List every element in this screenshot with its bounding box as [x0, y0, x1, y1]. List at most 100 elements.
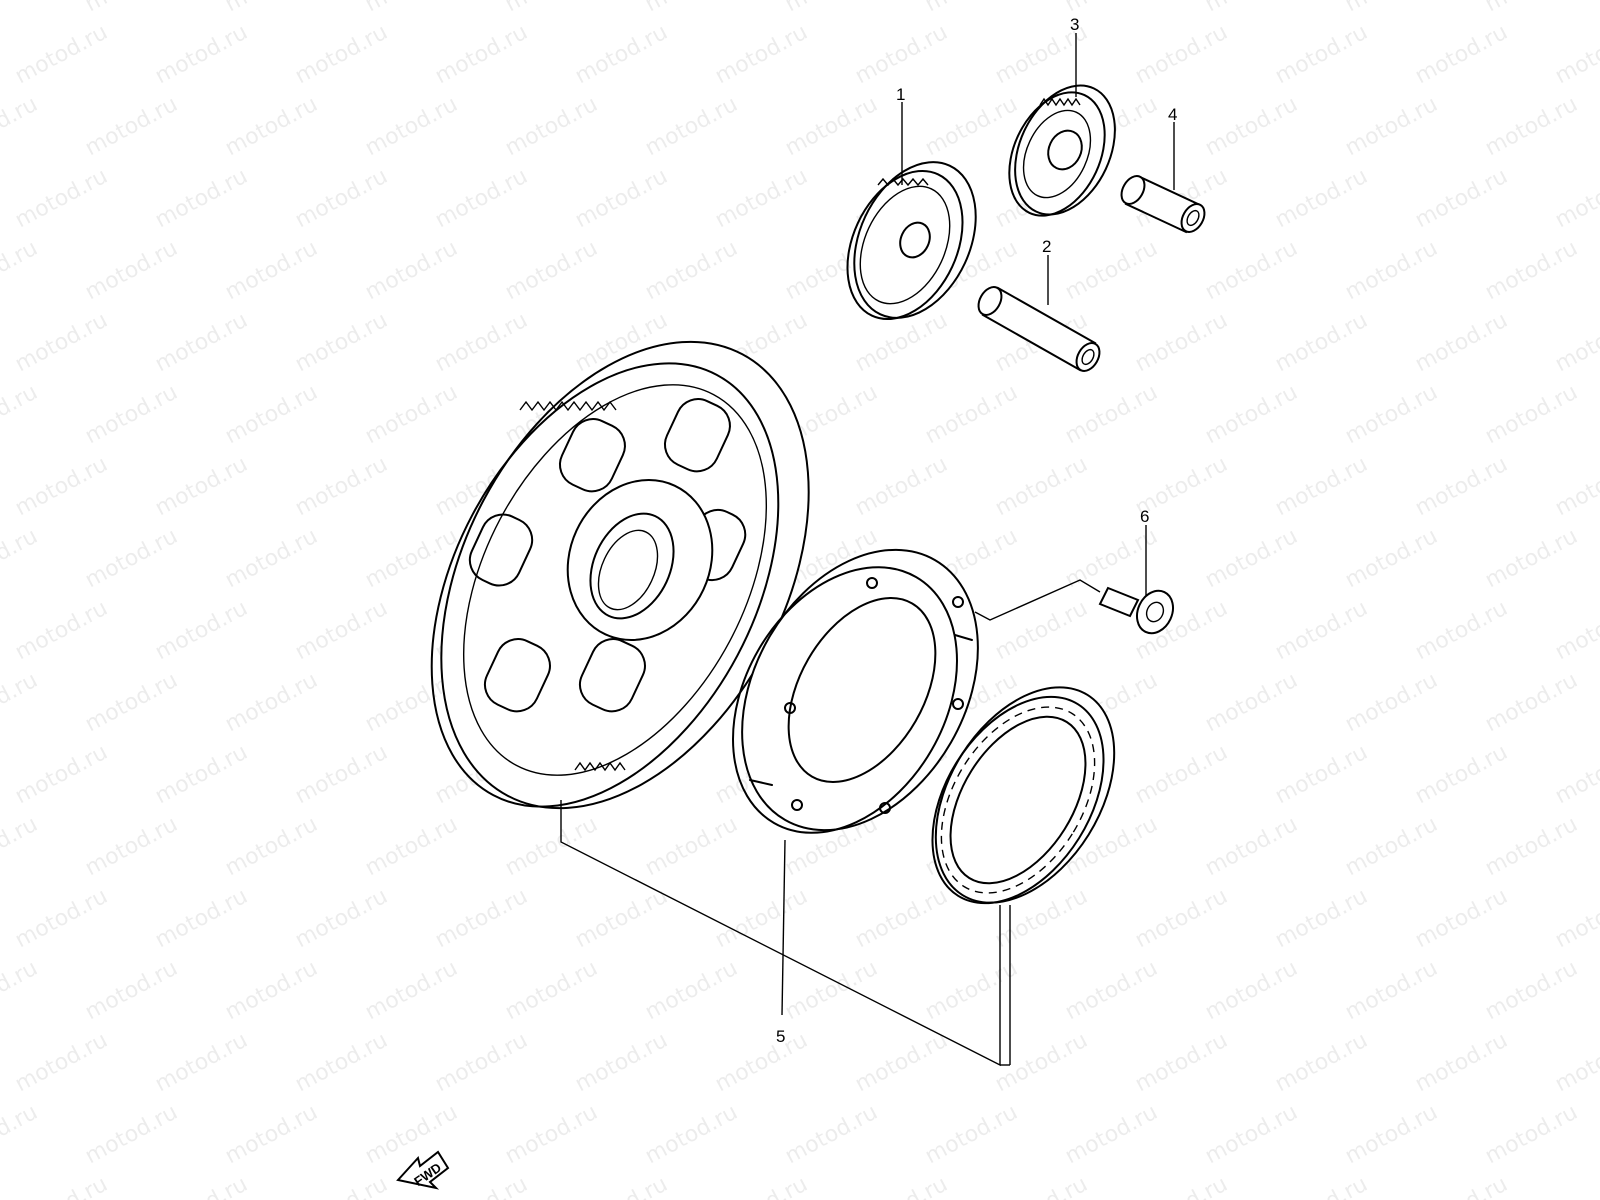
watermark-text: motod.ru	[851, 20, 952, 89]
watermark-text: motod.ru	[991, 596, 1092, 665]
watermark-text: motod.ru	[151, 884, 252, 953]
watermark-text: motod.ru	[151, 1028, 252, 1097]
watermark-text: motod.ru	[0, 668, 42, 737]
watermark-text: motod.ru	[11, 1028, 112, 1097]
watermark-text: motod.ru	[221, 236, 322, 305]
watermark-text: motod.ru	[921, 92, 1022, 161]
watermark-text: motod.ru	[1411, 20, 1512, 89]
watermark-text: motod.ru	[0, 380, 42, 449]
watermark-text: motod.ru	[1341, 236, 1442, 305]
watermark-text: motod.ru	[991, 452, 1092, 521]
watermark-text: motod.ru	[641, 236, 742, 305]
watermark-text: motod.ru	[501, 0, 602, 17]
watermark-text: motod.ru	[1271, 1172, 1372, 1200]
watermark-text: motod.ru	[1271, 740, 1372, 809]
callout-6: 6	[1140, 507, 1149, 526]
callout-3: 3	[1070, 15, 1079, 34]
watermark-text: motod.ru	[291, 596, 392, 665]
watermark-text: motod.ru	[1201, 92, 1302, 161]
idle-gear-1	[846, 161, 977, 321]
watermark-text: motod.ru	[431, 1172, 532, 1200]
watermark-text: motod.ru	[221, 668, 322, 737]
watermark-text: motod.ru	[361, 380, 462, 449]
watermark-text: motod.ru	[81, 92, 182, 161]
watermark-text: motod.ru	[151, 740, 252, 809]
watermark-text: motod.ru	[221, 812, 322, 881]
watermark-text: motod.ru	[1061, 236, 1162, 305]
shaft-2	[977, 286, 1101, 372]
watermark-text: motod.ru	[1201, 956, 1302, 1025]
watermark-text: motod.ru	[431, 20, 532, 89]
watermark-text: motod.ru	[361, 0, 462, 17]
watermark-text: motod.ru	[1411, 740, 1512, 809]
watermark-text: motod.ru	[1341, 92, 1442, 161]
watermark-text: motod.ru	[151, 596, 252, 665]
watermark-text: motod.ru	[1271, 452, 1372, 521]
watermark-text: motod.ru	[851, 1172, 952, 1200]
watermark-text: motod.ru	[571, 1028, 672, 1097]
watermark-text: motod.ru	[781, 92, 882, 161]
watermark-text: motod.ru	[781, 1100, 882, 1169]
watermark-text: motod.ru	[851, 452, 952, 521]
watermark-text: motod.ru	[0, 956, 42, 1025]
watermark-text: motod.ru	[851, 884, 952, 953]
callout-1: 1	[896, 85, 905, 104]
watermark-text: motod.ru	[1551, 596, 1600, 665]
watermark-text: motod.ru	[711, 20, 812, 89]
watermark-text: motod.ru	[851, 1028, 952, 1097]
watermark-text: motod.ru	[1131, 884, 1232, 953]
watermark-text: motod.ru	[431, 1028, 532, 1097]
watermark-text: motod.ru	[151, 452, 252, 521]
watermark-text: motod.ru	[81, 524, 182, 593]
watermark-text: motod.ru	[221, 92, 322, 161]
watermark-text: motod.ru	[221, 524, 322, 593]
watermark-text: motod.ru	[361, 524, 462, 593]
watermark-text: motod.ru	[1341, 812, 1442, 881]
watermark-text: motod.ru	[1481, 0, 1582, 17]
watermark-text: motod.ru	[921, 956, 1022, 1025]
watermark-text: motod.ru	[1271, 164, 1372, 233]
watermark-text: motod.ru	[1341, 668, 1442, 737]
watermark-text: motod.ru	[221, 1100, 322, 1169]
watermark-text: motod.ru	[1551, 740, 1600, 809]
watermark-text: motod.ru	[1061, 956, 1162, 1025]
bolt-6	[1098, 586, 1174, 635]
watermark-text: motod.ru	[1551, 452, 1600, 521]
watermark-text: motod.ru	[641, 1100, 742, 1169]
watermark-text: motod.ru	[921, 1100, 1022, 1169]
watermark-text: motod.ru	[1341, 956, 1442, 1025]
watermark-text: motod.ru	[1131, 308, 1232, 377]
watermark-text: motod.ru	[0, 1100, 42, 1169]
watermark-text: motod.ru	[571, 1172, 672, 1200]
watermark-text: motod.ru	[711, 884, 812, 953]
watermark-text: motod.ru	[921, 380, 1022, 449]
watermark-text: motod.ru	[1131, 740, 1232, 809]
watermark-text: motod.ru	[1341, 524, 1442, 593]
watermark-text: motod.ru	[1411, 452, 1512, 521]
watermark-text: motod.ru	[1551, 20, 1600, 89]
watermark-text: motod.ru	[571, 884, 672, 953]
watermark-text: motod.ru	[641, 0, 742, 17]
watermark-text: motod.ru	[1481, 956, 1582, 1025]
watermark-text: motod.ru	[1061, 524, 1162, 593]
watermark-text: motod.ru	[81, 668, 182, 737]
watermark-text: motod.ru	[1271, 1028, 1372, 1097]
watermark-text: motod.ru	[1201, 380, 1302, 449]
watermark-text: motod.ru	[11, 740, 112, 809]
watermark-text: motod.ru	[151, 308, 252, 377]
watermark-text: motod.ru	[641, 956, 742, 1025]
watermark-text: motod.ru	[1481, 524, 1582, 593]
callout-4: 4	[1168, 105, 1177, 124]
watermark-text: motod.ru	[221, 0, 322, 17]
watermark-text: motod.ru	[0, 236, 42, 305]
watermark-text: motod.ru	[0, 524, 42, 593]
watermark-text: motod.ru	[11, 20, 112, 89]
watermark-text: motod.ru	[291, 1172, 392, 1200]
watermark-text: motod.ru	[291, 452, 392, 521]
watermark-text: motod.ru	[291, 164, 392, 233]
watermark-text: motod.ru	[1411, 308, 1512, 377]
watermark-text: motod.ru	[81, 0, 182, 17]
callout-2: 2	[1042, 237, 1051, 256]
watermark-text: motod.ru	[1411, 884, 1512, 953]
watermark-text: motod.ru	[1271, 308, 1372, 377]
